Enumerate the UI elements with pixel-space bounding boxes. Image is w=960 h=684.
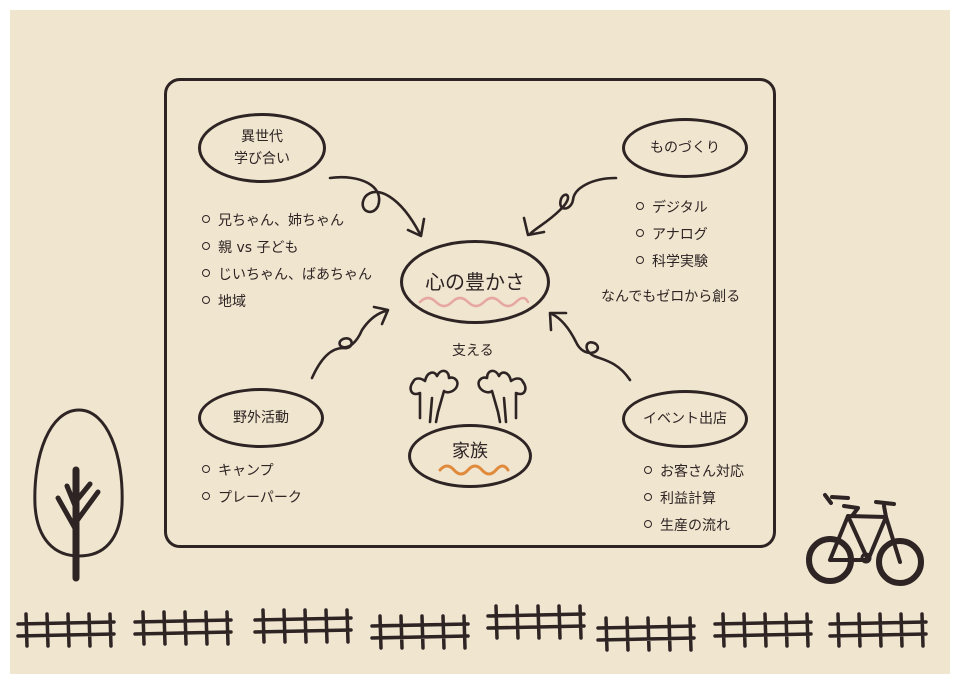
arrow-top-left <box>328 175 426 238</box>
list-item-text: じいちゃん、ばあちゃん <box>218 267 372 283</box>
circle-bullet-icon <box>202 242 210 250</box>
circle-bullet-icon <box>202 269 210 277</box>
family-label: 家族 <box>452 441 488 462</box>
list-item: プレーパーク <box>202 485 302 512</box>
hand-icon-right <box>477 369 527 424</box>
list-item: 親 vs 子ども <box>202 235 372 262</box>
family-bubble: 家族 <box>408 424 532 488</box>
bicycle-icon <box>806 493 924 586</box>
arrow-bottom-left <box>310 305 390 380</box>
fence-segment <box>253 608 353 644</box>
fence <box>16 604 928 652</box>
node-label-line: イベント出店 <box>643 411 727 427</box>
fence-segment <box>133 610 233 646</box>
mind-map-board <box>164 78 776 548</box>
node-outdoor: 野外活動 <box>198 388 324 448</box>
support-label: 支える <box>452 343 494 359</box>
node-label-line: 野外活動 <box>233 410 289 426</box>
node-label-line: 学び合い <box>234 151 290 167</box>
list-event-booth: お客さん対応 利益計算 生産の流れ <box>644 459 744 540</box>
tree-icon <box>33 408 124 582</box>
list-item-text: 地域 <box>218 294 246 310</box>
list-item-text: お客さん対応 <box>660 464 744 480</box>
fence-segment <box>828 612 928 648</box>
list-item-text: 生産の流れ <box>660 518 730 534</box>
arrow-bottom-right <box>548 311 632 382</box>
list-item-text: プレーパーク <box>218 490 302 506</box>
fence-segment <box>596 616 696 652</box>
list-item-text: 利益計算 <box>660 491 716 507</box>
list-item: お客さん対応 <box>644 459 744 486</box>
circle-bullet-icon <box>644 466 652 474</box>
circle-bullet-icon <box>636 256 644 264</box>
circle-bullet-icon <box>202 465 210 473</box>
list-item: 地域 <box>202 289 372 316</box>
arrow-top-right <box>522 176 618 237</box>
list-item: デジタル <box>636 195 708 222</box>
fence-segment <box>713 612 813 648</box>
list-outdoor: キャンプ プレーパーク <box>202 458 302 512</box>
list-item-text: 兄ちゃん、姉ちゃん <box>218 213 344 229</box>
node-label-line: 異世代 <box>241 129 283 145</box>
list-item: 生産の流れ <box>644 513 744 540</box>
fence-segment <box>16 612 116 648</box>
node-intergenerational: 異世代 学び合い <box>198 113 326 183</box>
hand-icon-left <box>409 369 459 424</box>
monozukuri-note: なんでもゼロから創る <box>601 289 741 305</box>
list-item: 科学実験 <box>636 249 708 276</box>
circle-bullet-icon <box>202 492 210 500</box>
list-item-text: アナログ <box>652 227 708 243</box>
list-item-text: 科学実験 <box>652 254 708 270</box>
list-item: キャンプ <box>202 458 302 485</box>
circle-bullet-icon <box>636 229 644 237</box>
circle-bullet-icon <box>636 202 644 210</box>
center-label: 心の豊かさ <box>425 270 525 294</box>
circle-bullet-icon <box>644 493 652 501</box>
fence-segment <box>370 614 470 650</box>
circle-bullet-icon <box>202 215 210 223</box>
list-item: 兄ちゃん、姉ちゃん <box>202 208 372 235</box>
center-bubble: 心の豊かさ <box>400 240 550 324</box>
node-monozukuri: ものづくり <box>622 118 748 178</box>
circle-bullet-icon <box>644 520 652 528</box>
list-item-text: デジタル <box>652 200 708 216</box>
node-label-line: ものづくり <box>650 140 720 156</box>
list-item: アナログ <box>636 222 708 249</box>
list-item-text: 親 vs 子ども <box>218 240 299 256</box>
node-event-booth: イベント出店 <box>622 390 748 448</box>
list-intergenerational: 兄ちゃん、姉ちゃん 親 vs 子ども じいちゃん、ばあちゃん 地域 <box>202 208 372 316</box>
list-item: じいちゃん、ばあちゃん <box>202 262 372 289</box>
circle-bullet-icon <box>202 296 210 304</box>
fence-segment <box>486 604 586 640</box>
list-monozukuri: デジタル アナログ 科学実験 <box>636 195 708 276</box>
list-item: 利益計算 <box>644 486 744 513</box>
list-item-text: キャンプ <box>218 463 274 479</box>
